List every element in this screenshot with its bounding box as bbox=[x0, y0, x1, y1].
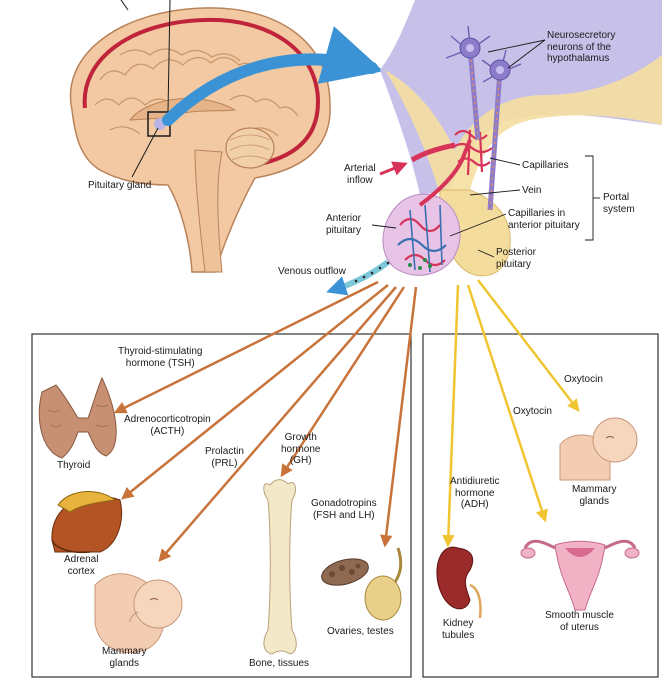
zoom-arrow bbox=[162, 26, 384, 126]
pituitary-gland-label: Pituitary gland bbox=[88, 180, 152, 191]
posterior-targets-panel bbox=[422, 333, 659, 678]
neurosecretory-neurons bbox=[445, 25, 522, 211]
anterior-hormone-arrows bbox=[113, 280, 418, 562]
capillaries-anterior-label: Capillaries in anterior pituitary bbox=[508, 208, 580, 231]
venous-outflow-vessel bbox=[343, 259, 390, 289]
mammary-illustration-right bbox=[559, 417, 638, 481]
arterial-inflow-arrow bbox=[379, 161, 408, 176]
ovaries-testes-label: Ovaries, testes bbox=[327, 626, 394, 637]
portal-system-label: Portal system bbox=[603, 192, 635, 215]
pituitary-gland-leader bbox=[131, 127, 159, 178]
mammary-illustration-left bbox=[94, 573, 183, 654]
oxytocin-mammary-label: Oxytocin bbox=[564, 374, 603, 385]
adrenal-illustration bbox=[51, 491, 123, 554]
adrenal-cortex-label: Adrenal cortex bbox=[64, 554, 99, 577]
arterial-inflow-label: Arterial inflow bbox=[344, 163, 376, 186]
gh-arrow bbox=[280, 286, 406, 478]
bone-illustration bbox=[263, 479, 297, 655]
ovaries-testes-illustration bbox=[321, 547, 403, 621]
anterior-pituitary-label: Anterior pituitary bbox=[326, 213, 362, 236]
kidney-illustration bbox=[436, 546, 482, 619]
tsh-arrow bbox=[113, 280, 379, 414]
venous-outflow-label: Venous outflow bbox=[278, 266, 346, 277]
cerebellum bbox=[225, 127, 275, 169]
hypothalamic-capillaries bbox=[451, 129, 493, 176]
anterior-targets-panel bbox=[31, 333, 412, 678]
oxytocin-uterus-label: Oxytocin bbox=[513, 406, 552, 417]
posterior-pituitary-label: Posterior pituitary bbox=[496, 247, 537, 270]
adh-label: Antidiuretic hormone (ADH) bbox=[450, 476, 500, 510]
bone-tissues-label: Bone, tissues bbox=[249, 658, 310, 669]
thyroid-illustration bbox=[38, 376, 117, 459]
superior-hypophyseal-artery bbox=[410, 142, 456, 163]
mammary-glands-left-label: Mammary glands bbox=[102, 646, 147, 669]
uterus-illustration bbox=[520, 539, 640, 611]
venous-outflow-arrow bbox=[326, 276, 349, 296]
vein-label: Vein bbox=[522, 185, 542, 196]
prl-arrow bbox=[158, 286, 397, 562]
gh-label: Growth hormone (GH) bbox=[281, 432, 321, 466]
acth-label: Adrenocorticotropin (ACTH) bbox=[124, 414, 211, 437]
capillaries-label: Capillaries bbox=[522, 160, 569, 171]
kidney-tubules-label: Kidney tubules bbox=[442, 618, 475, 641]
pituitary-closeup bbox=[343, 0, 662, 289]
leader-lines bbox=[371, 39, 600, 258]
fsh-lh-label: Gonadotropins (FSH and LH) bbox=[311, 498, 377, 521]
mammary-glands-right-label: Mammary glands bbox=[572, 484, 617, 507]
thyroid-label: Thyroid bbox=[57, 460, 91, 471]
oxytocin-mammary-arrow bbox=[477, 279, 580, 412]
smooth-muscle-uterus-label: Smooth muscle of uterus bbox=[545, 610, 614, 633]
neurosecretory-label: Neurosecretory neurons of the hypothalam… bbox=[547, 30, 616, 64]
fsh-lh-arrow bbox=[379, 286, 418, 548]
oxytocin-uterus-arrow bbox=[466, 284, 548, 523]
acth-arrow bbox=[121, 284, 389, 500]
tsh-label: Thyroid-stimulating hormone (TSH) bbox=[118, 346, 203, 369]
posterior-hormone-arrows bbox=[442, 279, 580, 548]
prl-label: Prolactin (PRL) bbox=[205, 446, 244, 469]
adh-arrow bbox=[442, 284, 460, 548]
brain-illustration bbox=[69, 0, 331, 273]
